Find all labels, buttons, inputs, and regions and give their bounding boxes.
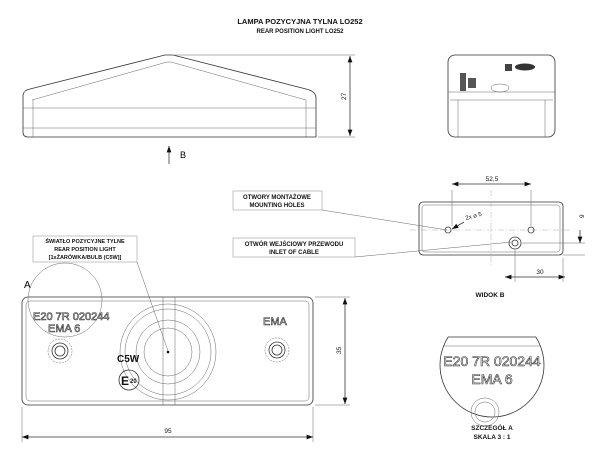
lens-bulb: C5W (117, 354, 140, 365)
view-b-label: WIDOK B (476, 292, 505, 299)
detail-marker: A (24, 280, 31, 291)
mounting-hole (444, 226, 452, 234)
top-view: 27 (22, 54, 355, 138)
detail-a-circle (27, 262, 103, 338)
callout-cable-inlet: OTWÓR WEJŚCIOWY PRZEWODU INLET OF CABLE (232, 237, 513, 258)
detail-scale: SKALA 3 : 1 (474, 434, 511, 441)
callout-mounting-holes: OTWORY MONTAŻOWE MOUNTING HOLES (232, 190, 448, 231)
lens-brand: EMA (263, 316, 288, 328)
dim-hole-diameter: 2x ⌀ 5 (465, 212, 483, 222)
dim-edge-offset: 9 (579, 214, 586, 218)
dim-depth: 35 (336, 346, 343, 354)
dim-cable-offset: 30 (536, 269, 544, 276)
emark-icon (118, 369, 140, 391)
svg-text:INLET OF CABLE: INLET OF CABLE (269, 250, 319, 256)
svg-text:OTWÓR WEJŚCIOWY PRZEWODU: OTWÓR WEJŚCIOWY PRZEWODU (245, 240, 344, 248)
detail-model: EMA 6 (471, 371, 512, 387)
view-b-arrow-label: B (180, 150, 186, 160)
lens-model: EMA 6 (48, 323, 80, 335)
svg-text:E: E (121, 374, 129, 388)
callout-light: ŚWIATŁO POZYCYJNE TYLNE REAR POSITION LI… (32, 235, 169, 352)
detail-title: SZCZEGÓŁ A (471, 423, 513, 432)
detail-approval: E20 7R 020244 (443, 353, 541, 369)
title-pl: LAMPA POZYCYJNA TYLNA LO252 (237, 17, 362, 26)
svg-text:20: 20 (130, 379, 137, 385)
side-view (447, 54, 556, 138)
svg-text:ŚWIATŁO POZYCYJNE TYLNE: ŚWIATŁO POZYCYJNE TYLNE (45, 238, 125, 245)
detail-a: E20 7R 020244 EMA 6 SZCZEGÓŁ A SKALA 3 :… (439, 336, 545, 441)
dim-hole-spacing: 52,5 (486, 176, 499, 183)
view-b: 52,5 2x ⌀ 5 9 30 WIDOK B (410, 176, 586, 299)
dim-width: 95 (164, 428, 172, 435)
svg-text:MOUNTING HOLES: MOUNTING HOLES (250, 203, 305, 209)
dim-height: 27 (341, 92, 348, 100)
lens-approval: E20 7R 020244 (33, 311, 109, 323)
svg-text:OTWORY MONTAŻOWE: OTWORY MONTAŻOWE (243, 194, 311, 201)
svg-text:[1xŻARÓWKA/BULB (C5W)]: [1xŻARÓWKA/BULB (C5W)] (49, 253, 122, 261)
mounting-hole (527, 226, 535, 234)
cable-inlet (508, 236, 522, 250)
front-view: E20 7R 020244 EMA 6 EMA C5W E 20 A 95 35 (21, 262, 350, 442)
title-en: REAR POSITION LIGHT LO252 (256, 29, 344, 35)
svg-text:REAR POSITION LIGHT: REAR POSITION LIGHT (54, 247, 116, 253)
